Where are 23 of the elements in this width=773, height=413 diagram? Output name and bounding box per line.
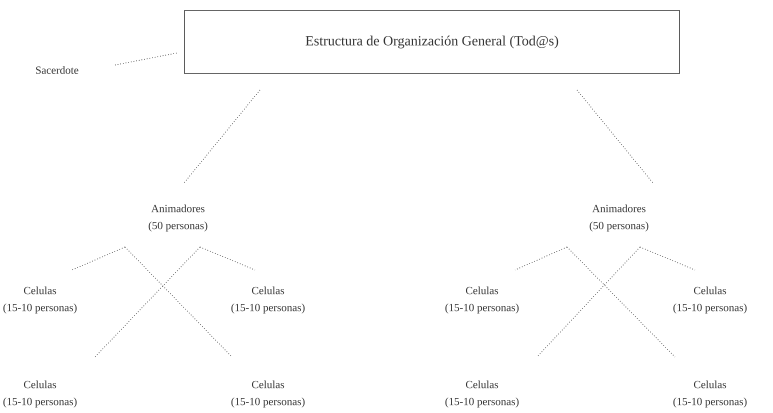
connector-line: [114, 52, 178, 66]
connector-line: [640, 246, 696, 270]
group-label: Celulas (15-10 personas): [231, 380, 305, 408]
connector-line: [514, 246, 568, 270]
connector-line: [566, 246, 676, 358]
connector-line: [124, 246, 232, 358]
group-label: Animadores (50 personas): [148, 204, 208, 232]
connector-line: [576, 90, 654, 184]
connector-line: [94, 246, 200, 358]
connector-line: [72, 246, 126, 270]
connector-line: [200, 246, 256, 270]
group-label: Celulas (15-10 personas): [3, 380, 77, 408]
group-label: Animadores (50 personas): [590, 204, 648, 232]
role-label: Sacerdote: [36, 66, 78, 74]
group-label: Celulas (15-10 personas): [673, 380, 747, 408]
group-label: Celulas (15-10 personas): [673, 286, 747, 314]
group-label: Celulas (15-10 personas): [445, 286, 519, 314]
title-box: Estructura de Organización General (Tod@s): [184, 10, 680, 74]
group-label: Celulas (15-10 personas): [3, 286, 77, 314]
group-label: Celulas (15-10 personas): [445, 380, 519, 408]
group-label: Celulas (15-10 personas): [231, 286, 305, 314]
connector-line: [184, 90, 260, 184]
connector-line: [536, 246, 640, 358]
